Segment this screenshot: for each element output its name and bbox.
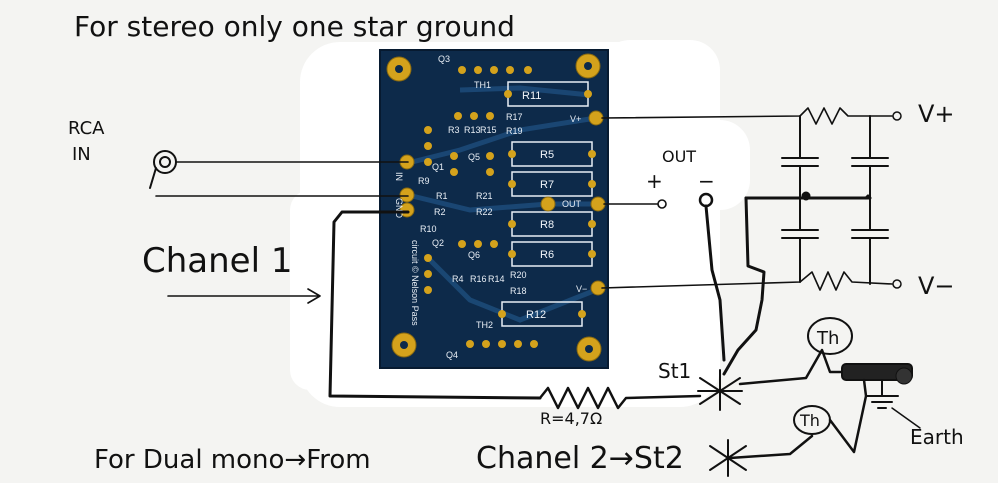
pin-out: OUT bbox=[562, 199, 582, 209]
plus-marker: + bbox=[646, 169, 663, 193]
svg-text:R9: R9 bbox=[418, 176, 430, 186]
svg-text:R3: R3 bbox=[448, 125, 460, 135]
v-minus-wire bbox=[601, 271, 893, 291]
resistor-r7: R7 bbox=[508, 171, 596, 197]
svg-text:Q5: Q5 bbox=[468, 152, 480, 162]
resistor-value-label: R=4,7Ω bbox=[540, 409, 602, 428]
pcb-credit: circuit © Nelson Pass bbox=[410, 240, 420, 326]
minus-marker: − bbox=[698, 169, 715, 193]
svg-text:Q6: Q6 bbox=[468, 250, 480, 260]
svg-text:R15: R15 bbox=[480, 125, 497, 135]
rca-label: RCA bbox=[68, 118, 105, 139]
th1-label: Th bbox=[816, 328, 839, 349]
v-plus-label: V+ bbox=[918, 100, 955, 128]
hand-drawn-wiring bbox=[149, 107, 921, 477]
st2-wire bbox=[728, 378, 868, 460]
svg-text:Q3: Q3 bbox=[438, 54, 450, 64]
capacitor-bank bbox=[781, 115, 889, 285]
svg-text:TH1: TH1 bbox=[474, 80, 491, 90]
top-note: For stereo only one star ground bbox=[74, 10, 515, 43]
pin-v-minus: V− bbox=[576, 284, 587, 294]
svg-text:R4: R4 bbox=[452, 274, 464, 284]
channel-2-note: Chanel 2→St2 bbox=[476, 441, 684, 476]
svg-text:R21: R21 bbox=[476, 191, 493, 201]
resistor-r6: R6 bbox=[508, 241, 596, 267]
rca-in-label: IN bbox=[72, 144, 91, 165]
star-ground-st1-icon bbox=[697, 369, 743, 411]
v-plus-wire bbox=[601, 107, 893, 125]
svg-text:R10: R10 bbox=[420, 224, 437, 234]
svg-text:R22: R22 bbox=[476, 207, 493, 217]
st1-label: St1 bbox=[658, 359, 691, 383]
svg-text:Q1: Q1 bbox=[432, 162, 444, 172]
resistor-r5: R5 bbox=[508, 141, 596, 167]
svg-text:TH2: TH2 bbox=[476, 320, 493, 330]
star-ground-st2-icon bbox=[709, 439, 747, 477]
ground-return-wire bbox=[328, 210, 542, 400]
svg-text:R17: R17 bbox=[506, 112, 523, 122]
channel-arrow bbox=[167, 288, 321, 304]
svg-text:R19: R19 bbox=[506, 126, 523, 136]
ground-lift-resistor bbox=[538, 386, 702, 410]
r12-label: R12 bbox=[526, 309, 546, 321]
dual-mono-note: For Dual mono→From bbox=[94, 445, 371, 475]
svg-text:Q4: Q4 bbox=[446, 350, 458, 360]
r6-label: R6 bbox=[540, 249, 554, 261]
svg-text:Q2: Q2 bbox=[432, 238, 444, 248]
pin-v-plus: V+ bbox=[570, 114, 581, 124]
th2-label: Th bbox=[799, 411, 820, 430]
channel-1-label: Chanel 1 bbox=[142, 241, 292, 281]
svg-text:R2: R2 bbox=[434, 207, 446, 217]
svg-text:R18: R18 bbox=[510, 286, 527, 296]
resistor-r11: R11 bbox=[504, 81, 592, 107]
r7-label: R7 bbox=[540, 179, 554, 191]
resistor-r8: R8 bbox=[508, 211, 596, 237]
r8-label: R8 bbox=[540, 219, 554, 231]
svg-text:R16: R16 bbox=[470, 274, 487, 284]
resistor-r12: R12 bbox=[498, 301, 586, 327]
pin-in: IN bbox=[394, 172, 404, 181]
earth-label: Earth bbox=[910, 425, 964, 449]
svg-text:R20: R20 bbox=[510, 270, 527, 280]
svg-text:R13: R13 bbox=[464, 125, 481, 135]
svg-text:R1: R1 bbox=[436, 191, 448, 201]
out-label: OUT bbox=[662, 147, 696, 166]
earth-terminal bbox=[841, 363, 921, 429]
svg-text:R14: R14 bbox=[488, 274, 505, 284]
small-part-labels: Q3 TH1 R17 R19 R3 R13 R15 Q5 Q1 R9 R1 R2… bbox=[418, 54, 527, 360]
r11-label: R11 bbox=[522, 90, 541, 102]
r5-label: R5 bbox=[540, 149, 554, 161]
thermistor-th1 bbox=[807, 317, 853, 355]
pcb-board: R11 R5 R7 R8 R6 bbox=[379, 49, 609, 369]
power-resistors: R11 R5 R7 R8 R6 bbox=[498, 81, 596, 327]
v-minus-label: V− bbox=[918, 272, 955, 300]
rca-jack-icon bbox=[149, 150, 177, 189]
component-pads bbox=[424, 66, 538, 348]
pin-gnd: GND bbox=[394, 198, 404, 219]
